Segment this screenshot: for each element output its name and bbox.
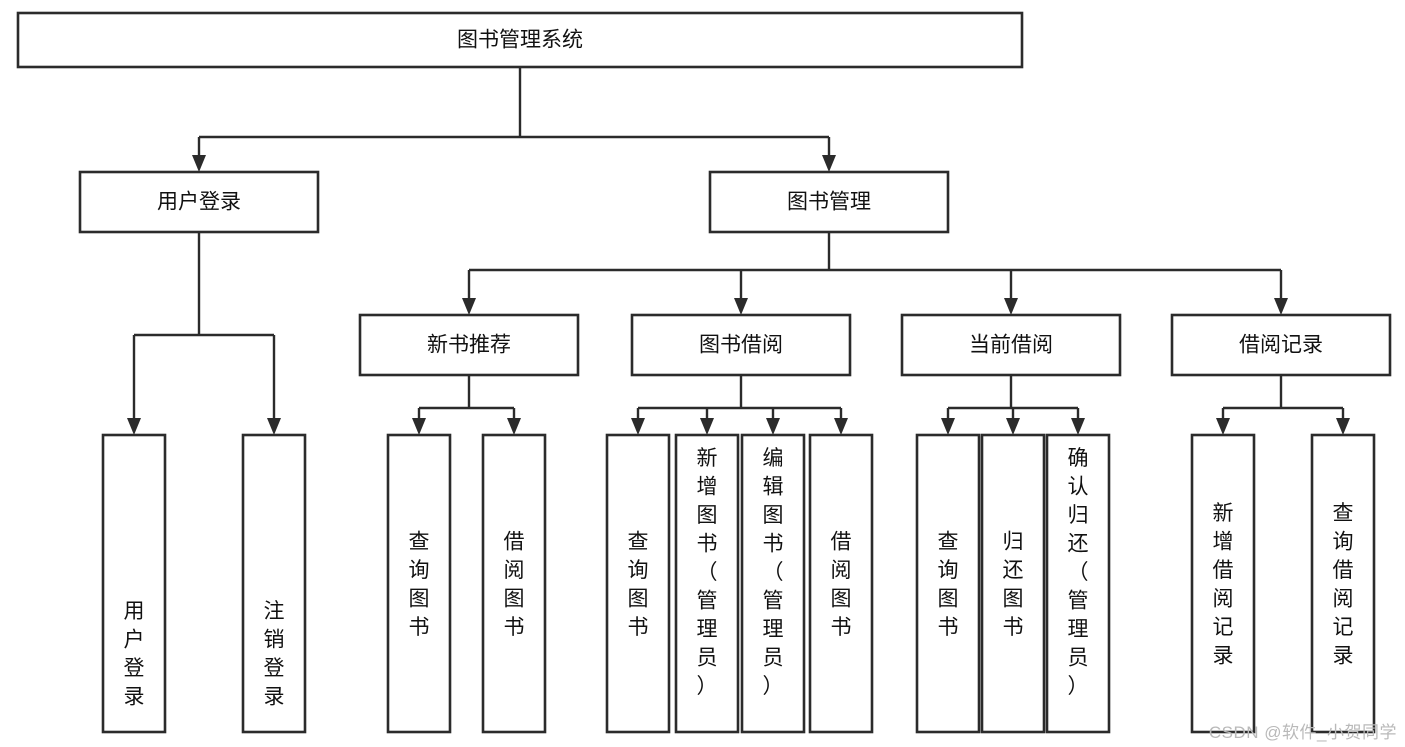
arrow-head-icon (822, 155, 836, 172)
node-leaf-query-book-current[interactable]: 查询图书 (915, 433, 981, 734)
node-label: 借阅图书 (504, 531, 525, 640)
node-current-borrow[interactable]: 当前借阅 (900, 313, 1122, 377)
node-book-manage[interactable]: 图书管理 (708, 170, 950, 234)
node-label: 确认归还（管理员） (1068, 447, 1089, 698)
node-label: 新增借阅记录 (1213, 502, 1234, 668)
node-box[interactable] (980, 433, 1046, 734)
arrow-head-icon (1216, 418, 1230, 435)
node-leaf-borrow-book[interactable]: 借阅图书 (808, 433, 874, 734)
node-label: 查询图书 (938, 531, 959, 640)
node-label: 图书管理系统 (457, 29, 583, 52)
node-label: 当前借阅 (969, 334, 1053, 357)
node-box[interactable] (78, 170, 320, 234)
node-box[interactable] (1170, 313, 1392, 377)
node-box[interactable] (740, 433, 806, 734)
node-label: 注销登录 (264, 600, 285, 709)
node-leaf-edit-book[interactable]: 编辑图书（管理员） (740, 433, 806, 734)
node-box[interactable] (915, 433, 981, 734)
node-label: 借阅图书 (831, 531, 852, 640)
arrow-head-icon (192, 155, 206, 172)
node-label: 编辑图书（管理员） (763, 447, 784, 698)
node-box[interactable] (630, 313, 852, 377)
node-box[interactable] (808, 433, 874, 734)
node-box[interactable] (708, 170, 950, 234)
node-label: 借阅记录 (1239, 334, 1323, 357)
node-box[interactable] (358, 313, 580, 377)
node-label: 图书管理 (787, 191, 871, 214)
arrow-head-icon (1004, 298, 1018, 315)
edge-group-current-to-leaves (941, 375, 1085, 435)
node-new-book-recommend[interactable]: 新书推荐 (358, 313, 580, 377)
arrow-head-icon (1006, 418, 1020, 435)
node-label: 用户登录 (157, 191, 241, 214)
edge-group-root-to-level1 (192, 67, 836, 172)
node-leaf-borrow-book-rec[interactable]: 借阅图书 (481, 433, 547, 734)
node-box[interactable] (16, 11, 1024, 69)
node-leaf-confirm-return[interactable]: 确认归还（管理员） (1045, 433, 1111, 734)
arrow-head-icon (1336, 418, 1350, 435)
node-borrow-record[interactable]: 借阅记录 (1170, 313, 1392, 377)
node-label: 归还图书 (1003, 531, 1024, 640)
arrow-head-icon (1274, 298, 1288, 315)
edge-group-bookmanage-to-level2 (462, 232, 1288, 315)
arrow-head-icon (462, 298, 476, 315)
node-label: 查询图书 (628, 531, 649, 640)
arrow-head-icon (766, 418, 780, 435)
arrow-head-icon (700, 418, 714, 435)
node-label: 用户登录 (124, 600, 145, 709)
node-box[interactable] (1045, 433, 1111, 734)
edge-group-recommend-to-leaves (412, 375, 521, 435)
arrow-head-icon (267, 418, 281, 435)
arrow-head-icon (412, 418, 426, 435)
node-box[interactable] (605, 433, 671, 734)
node-leaf-user-login[interactable]: 用户登录 (101, 433, 167, 734)
arrow-head-icon (941, 418, 955, 435)
arrow-head-icon (1071, 418, 1085, 435)
node-label: 查询借阅记录 (1333, 502, 1354, 668)
node-label: 查询图书 (409, 531, 430, 640)
node-label: 图书借阅 (699, 334, 783, 357)
arrow-head-icon (507, 418, 521, 435)
arrow-head-icon (631, 418, 645, 435)
node-label: 新增图书（管理员） (697, 447, 718, 698)
node-leaf-query-record[interactable]: 查询借阅记录 (1310, 433, 1376, 734)
node-box[interactable] (1310, 433, 1376, 734)
node-label: 新书推荐 (427, 334, 511, 357)
edge-group-record-to-leaves (1216, 375, 1350, 435)
node-box[interactable] (481, 433, 547, 734)
node-book-borrow[interactable]: 图书借阅 (630, 313, 852, 377)
edges-layer (127, 67, 1350, 435)
node-box[interactable] (900, 313, 1122, 377)
node-box[interactable] (674, 433, 740, 734)
arrow-head-icon (127, 418, 141, 435)
node-leaf-return-book[interactable]: 归还图书 (980, 433, 1046, 734)
arrow-head-icon (834, 418, 848, 435)
node-box[interactable] (101, 433, 167, 734)
node-box[interactable] (386, 433, 452, 734)
node-leaf-add-book[interactable]: 新增图书（管理员） (674, 433, 740, 734)
edge-group-borrow-to-leaves (631, 375, 848, 435)
node-box[interactable] (241, 433, 307, 734)
watermark-text: CSDN @软件_小贺同学 (1208, 723, 1397, 742)
arrow-head-icon (734, 298, 748, 315)
node-leaf-query-book-rec[interactable]: 查询图书 (386, 433, 452, 734)
node-user-login[interactable]: 用户登录 (78, 170, 320, 234)
edge-group-userlogin-to-leaves (127, 232, 281, 435)
node-leaf-add-record[interactable]: 新增借阅记录 (1190, 433, 1256, 734)
node-root[interactable]: 图书管理系统 (16, 11, 1024, 69)
nodes-layer: 图书管理系统用户登录图书管理新书推荐图书借阅当前借阅借阅记录用户登录注销登录查询… (16, 11, 1392, 734)
node-leaf-query-book-borrow[interactable]: 查询图书 (605, 433, 671, 734)
node-leaf-logout[interactable]: 注销登录 (241, 433, 307, 734)
node-box[interactable] (1190, 433, 1256, 734)
